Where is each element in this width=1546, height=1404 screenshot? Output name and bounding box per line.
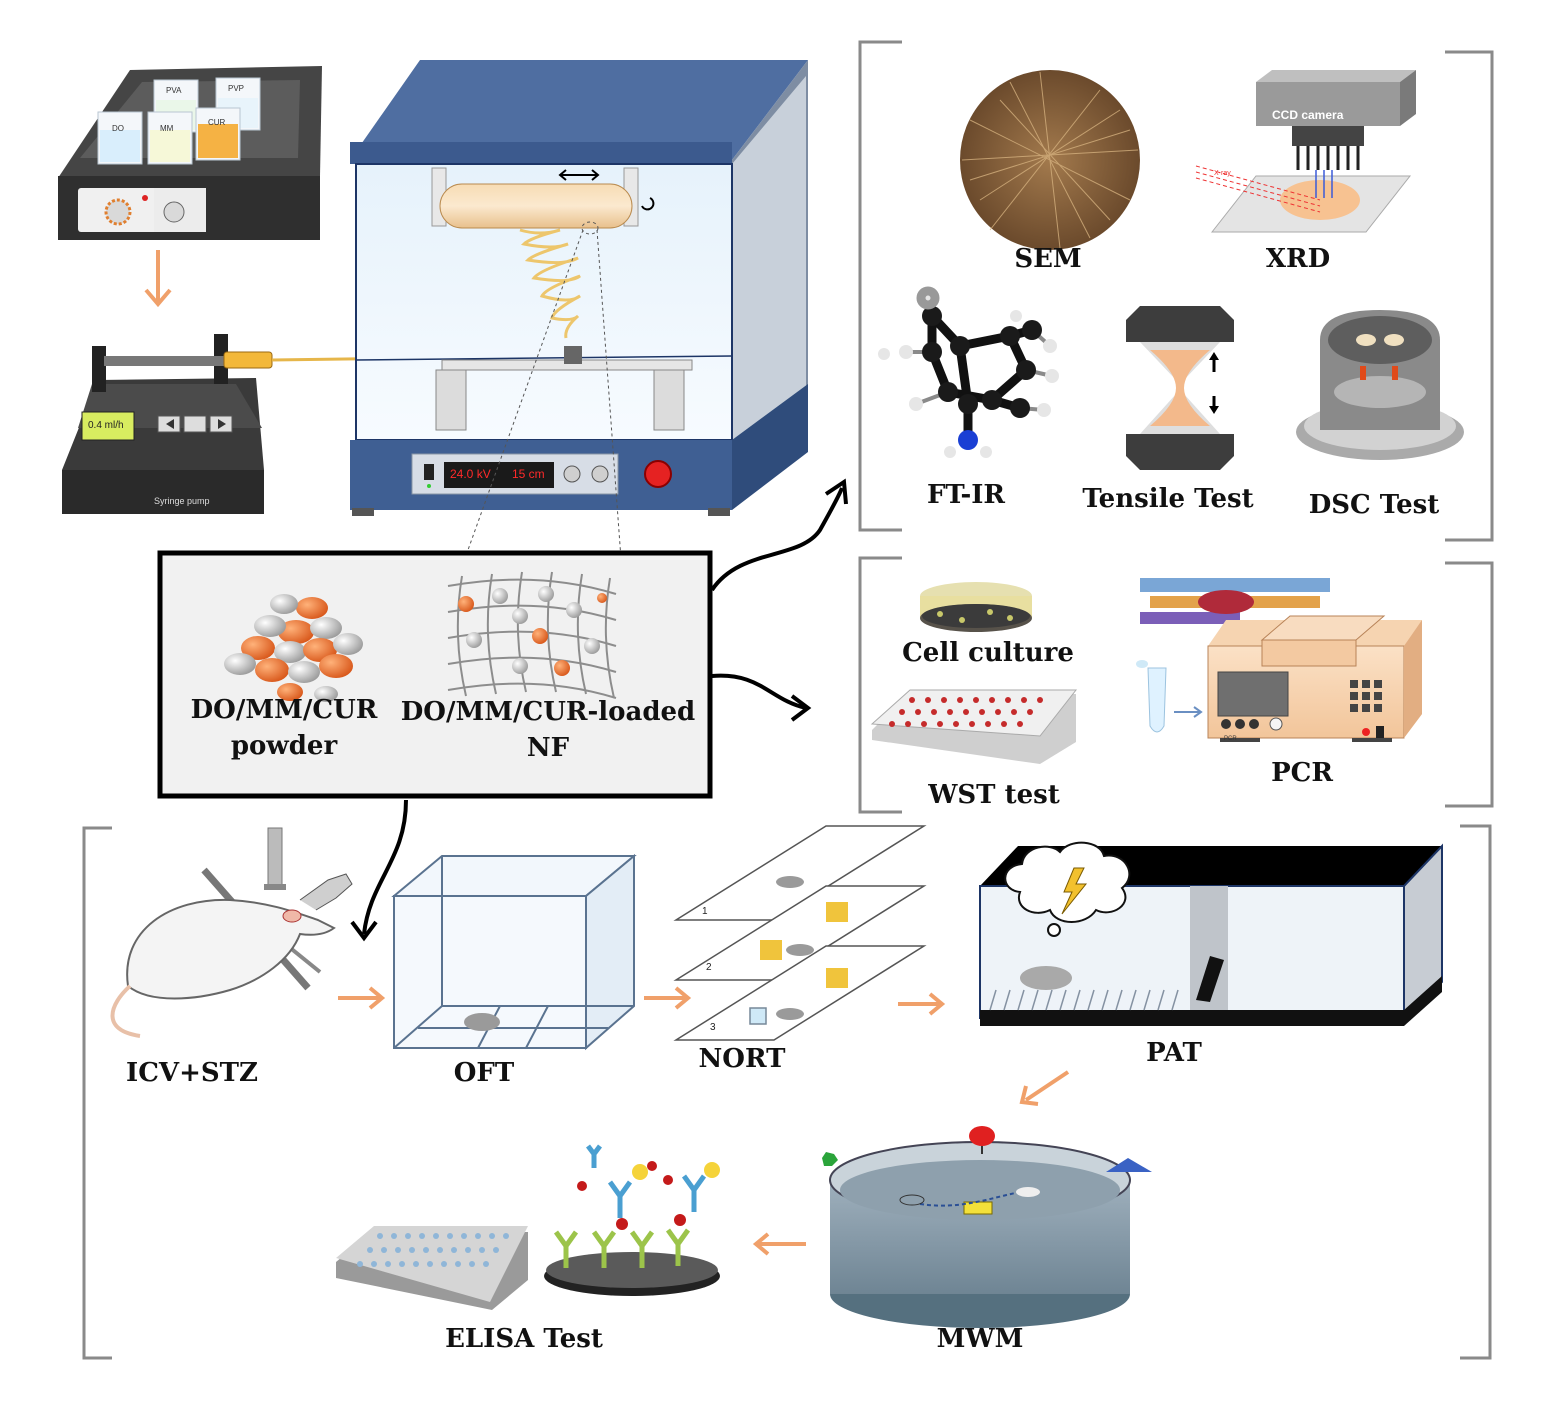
oft-label: OFT	[453, 1058, 515, 1088]
pump-display: 0.4 ml/h	[88, 420, 124, 431]
beaker-pvp-label: PVP	[228, 84, 245, 93]
pcr-device-label: PCR	[1224, 736, 1237, 742]
icv-label: ICV+STZ	[126, 1058, 258, 1088]
nf-label-line2: NF	[526, 733, 570, 763]
beaker-mm-label: MM	[160, 124, 174, 133]
powder-cluster	[224, 594, 363, 702]
bracket-cell-tests	[858, 556, 1494, 814]
ftir-molecule	[878, 286, 1059, 458]
orange-flow-arrows	[338, 986, 1070, 1256]
pcr-label: PCR	[1271, 758, 1333, 788]
zoom-lines	[449, 221, 625, 601]
pump-caption: Syringe pump	[154, 496, 210, 506]
cell-culture-label: Cell culture	[902, 638, 1074, 668]
oft-box	[391, 853, 637, 1051]
ccd-camera-label: CCD camera	[1272, 108, 1344, 122]
sem-label: SEM	[1014, 244, 1082, 274]
black-arrows	[350, 478, 848, 942]
tensile-label: Tensile Test	[1082, 484, 1254, 514]
beaker-cur-label: CUR	[208, 118, 226, 127]
dna-strands	[1140, 578, 1330, 624]
electrospinning-cabinet	[350, 60, 808, 516]
beakers	[97, 77, 261, 165]
powder-label-line2: powder	[230, 731, 338, 761]
pcr-tube	[1136, 660, 1203, 733]
beaker-do	[97, 111, 143, 165]
nanofiber-mesh	[447, 571, 617, 699]
wst-plate	[870, 689, 1078, 764]
tensile-test	[1126, 306, 1234, 470]
powder-label: DO/MM/CUR powder	[191, 692, 378, 764]
nort-step-1: 1	[702, 906, 708, 917]
nort-label: NORT	[698, 1044, 786, 1074]
center-box	[157, 550, 713, 799]
xray-label: X-ray	[1214, 170, 1231, 177]
distance-readout: 15 cm	[512, 467, 545, 481]
sem-image	[960, 70, 1140, 250]
pat-box	[979, 841, 1443, 1026]
beaker-do-label: DO	[112, 124, 124, 133]
elisa-antibodies	[544, 1144, 720, 1296]
pat-label: PAT	[1146, 1038, 1202, 1068]
beaker-cur	[195, 107, 241, 161]
dsc-instrument	[1296, 310, 1464, 460]
xrd-setup	[1195, 70, 1416, 233]
bracket-animal-tests	[82, 824, 1492, 1360]
xrd-label: XRD	[1265, 244, 1331, 274]
powder-label-line1: DO/MM/CUR	[190, 695, 378, 725]
nort-panels	[673, 825, 927, 1041]
pcr-machine	[1207, 615, 1422, 742]
bracket-characterization	[858, 40, 1494, 542]
mwm-label: MWM	[936, 1324, 1024, 1354]
nort-step-3: 3	[710, 1022, 716, 1033]
elisa-plate	[336, 1226, 528, 1310]
wst-label: WST test	[928, 780, 1060, 810]
beaker-pva-label: PVA	[166, 86, 182, 95]
beaker-mm	[147, 111, 193, 165]
syringe-pump	[62, 334, 571, 514]
voltage-readout: 24.0 kV	[450, 467, 491, 481]
nf-label: DO/MM/CUR-loaded NF	[401, 694, 695, 766]
elisa-label: ELISA Test	[445, 1324, 603, 1354]
nort-step-2: 2	[706, 962, 712, 973]
arrow-stirrer-to-pump	[144, 250, 172, 308]
mwm-pool	[822, 1126, 1152, 1328]
ftir-label: FT-IR	[926, 480, 1006, 510]
dsc-label: DSC Test	[1308, 490, 1440, 520]
rat-icv	[110, 827, 353, 1038]
cell-culture-dish	[920, 582, 1032, 632]
nf-label-line1: DO/MM/CUR-loaded	[400, 697, 696, 727]
